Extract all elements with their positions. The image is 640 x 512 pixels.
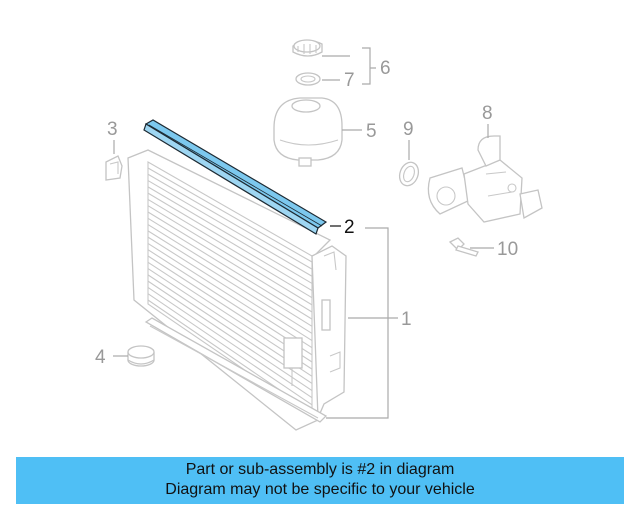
callout-3: 3 [107, 119, 118, 140]
banner-line-part-number: Part or sub-assembly is #2 in diagram [185, 461, 455, 478]
cap-seal-part [295, 72, 321, 86]
leader-lines [113, 47, 494, 419]
radiator-fin-line [147, 180, 313, 277]
radiator-part [127, 149, 347, 431]
info-banner: Part or sub-assembly is #2 in diagram Di… [16, 457, 624, 504]
radiator-fin-line [147, 224, 313, 327]
radiator-fin-line [147, 286, 313, 399]
callout-5: 5 [366, 121, 377, 142]
callout-labels: 1 2 3 4 5 6 7 8 9 10 [95, 58, 518, 368]
radiator-fin-line [147, 217, 313, 320]
mount-bracket-part [105, 155, 123, 181]
radiator-fin-line [147, 198, 313, 299]
radiator-fin-line [147, 192, 313, 292]
radiator-fin-line [147, 280, 313, 392]
banner-line-disclaimer: Diagram may not be specific to your vehi… [165, 481, 475, 498]
reservoir-cap-part [292, 39, 323, 57]
callout-7: 7 [344, 70, 355, 91]
lower-seal-part [144, 317, 328, 423]
bolt-part [448, 237, 479, 257]
callout-10: 10 [497, 239, 518, 260]
o-ring-part [398, 161, 420, 187]
radiator-fin-line [147, 186, 313, 284]
radiator-fin-line [147, 167, 313, 263]
thermostat-housing-part [427, 135, 543, 223]
callout-9: 9 [403, 119, 414, 140]
radiator-fin-line [147, 293, 313, 406]
radiator-fin-line [147, 230, 313, 334]
radiator-fin-line [147, 236, 313, 342]
callout-8: 8 [482, 103, 493, 124]
upper-seal-part-highlighted [143, 119, 328, 235]
callout-2: 2 [344, 217, 355, 238]
radiator-fin-line [147, 242, 313, 349]
callout-1: 1 [401, 309, 412, 330]
radiator-fin-line [147, 249, 313, 356]
grommet-part [127, 345, 155, 367]
expansion-tank-part [273, 97, 343, 167]
callout-4: 4 [95, 347, 106, 368]
parts-diagram: 1 2 3 4 5 6 7 8 9 10 [95, 39, 543, 431]
radiator-fin-line [147, 205, 313, 306]
radiator-fin-line [147, 211, 313, 313]
callout-6: 6 [380, 58, 391, 79]
radiator-fin-line [147, 173, 313, 270]
